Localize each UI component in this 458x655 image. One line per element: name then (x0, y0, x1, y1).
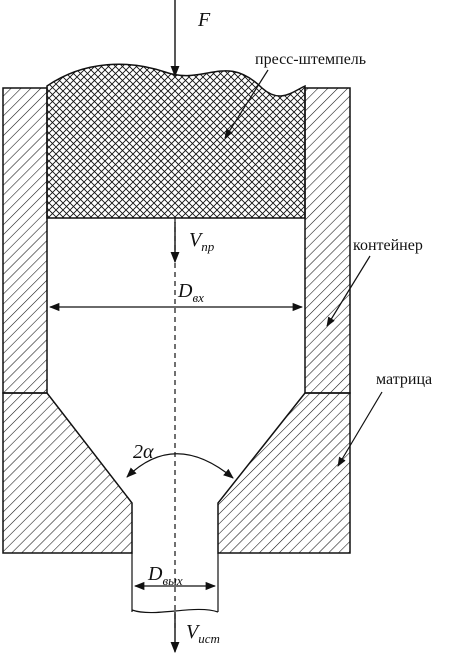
cone-angle-arc (126, 453, 234, 479)
container-leader-line (326, 255, 371, 327)
punch-body (46, 63, 306, 219)
outlet-diameter-symbol: D (147, 563, 163, 585)
punch-label: пресс-штемпель (255, 51, 366, 68)
punch-velocity-symbol: V (189, 229, 204, 251)
die-label: матрица (376, 371, 432, 388)
outflow-velocity-symbol: V (186, 621, 201, 643)
inlet-diameter-label: Dвх (177, 280, 204, 305)
die-leader-line (337, 391, 383, 467)
container-right-wall (304, 87, 351, 394)
outlet-diameter-subscript: вых (162, 573, 182, 588)
punch-velocity-label: Vпр (189, 229, 215, 254)
die-left-part (2, 392, 133, 554)
container-label: контейнер (353, 237, 423, 254)
outflow-boundary-curve (131, 608, 219, 614)
punch-leader-line (224, 69, 269, 139)
inlet-diameter-subscript: вх (192, 290, 204, 305)
punch-velocity-subscript: пр (201, 239, 215, 254)
container-left-wall (2, 87, 48, 394)
die-right-part (217, 392, 351, 554)
outlet-diameter-label: Dвых (147, 563, 183, 588)
outflow-velocity-label: Vист (186, 621, 220, 646)
inlet-diameter-symbol: D (177, 280, 193, 302)
force-label: F (197, 9, 211, 31)
outflow-velocity-subscript: ист (198, 631, 220, 646)
cone-angle-label: 2α (133, 441, 154, 463)
